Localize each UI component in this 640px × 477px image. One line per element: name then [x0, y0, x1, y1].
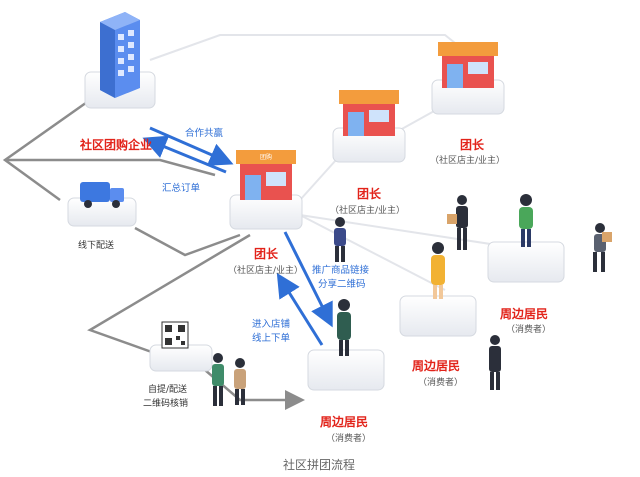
leader-main-node: 团购	[229, 150, 303, 230]
leader-mid-node	[332, 90, 406, 163]
arrow-enter-store	[276, 272, 324, 346]
leader-mid-title: 团长	[357, 187, 382, 201]
resident-right-title: 周边居民	[500, 307, 549, 321]
edge-promote-line2: 分享二维码	[318, 279, 366, 290]
person-icon	[334, 217, 346, 262]
office-building-icon	[100, 12, 140, 98]
person-icon	[519, 194, 533, 247]
person-icon	[593, 223, 612, 272]
pickup-label-line2: 二维码核销	[143, 399, 189, 409]
resident-far-right-node	[487, 194, 565, 283]
arrow-promote	[283, 231, 333, 328]
resident-bottom-subtitle: （消费者）	[326, 434, 372, 444]
figure-caption: 社区拼团流程	[283, 458, 356, 472]
resident-center-title: 周边居民	[412, 359, 461, 373]
qr-code-icon	[161, 321, 189, 349]
edge-promote-line1: 推广商品链接	[312, 265, 370, 276]
edge-summary-order-label: 汇总订单	[162, 183, 201, 194]
store-icon	[339, 90, 399, 136]
leader-top-title: 团长	[460, 138, 485, 152]
arrow-cooperate	[149, 126, 234, 166]
enterprise-node	[84, 12, 156, 109]
delivery-truck-icon	[80, 182, 124, 208]
person-icon	[431, 242, 445, 299]
edge-enter-line1: 进入店铺	[252, 319, 291, 330]
leader-top-node	[431, 42, 505, 115]
blue-arrows	[142, 126, 333, 346]
leader-main-title: 团长	[254, 247, 279, 261]
offline-delivery-label: 线下配送	[78, 241, 115, 251]
pickup-node	[149, 321, 213, 372]
resident-center-node	[307, 299, 385, 391]
store-sign-text: 团购	[260, 153, 272, 161]
store-icon: 团购	[236, 150, 296, 200]
arrow-summary-order	[142, 135, 227, 174]
offline-delivery-node	[67, 182, 137, 227]
resident-right-subtitle: （消费者）	[506, 325, 552, 335]
standalone-people	[212, 195, 612, 406]
leader-top-subtitle: （社区店主/业主）	[430, 156, 506, 166]
leader-main-subtitle: （社区店主/业主）	[228, 266, 304, 276]
resident-right-node	[399, 242, 477, 337]
edge-enter-line2: 线上下单	[252, 333, 291, 344]
person-icon	[489, 335, 501, 390]
person-icon	[447, 195, 468, 250]
enterprise-title: 社区团购企业	[80, 138, 153, 152]
person-icon	[337, 299, 351, 356]
person-icon	[234, 358, 246, 405]
resident-bottom-title: 周边居民	[320, 415, 369, 429]
store-icon	[438, 42, 498, 88]
leader-mid-subtitle: （社区店主/业主）	[330, 206, 406, 216]
edge-cooperate-label: 合作共赢	[185, 128, 224, 139]
pickup-label-line1: 自提/配送	[148, 385, 188, 395]
gray-connectors	[2, 98, 305, 410]
resident-center-subtitle: （消费者）	[418, 378, 464, 388]
person-icon	[212, 353, 224, 406]
